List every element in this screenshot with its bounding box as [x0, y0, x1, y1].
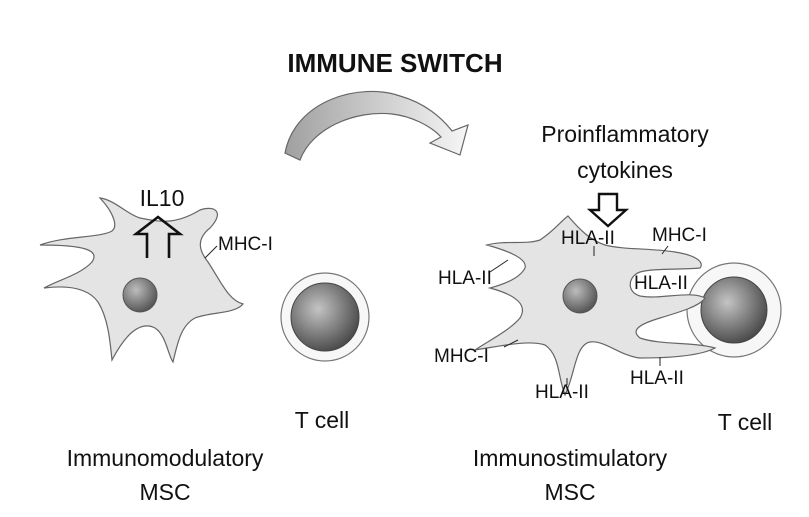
- left-t-cell-nucleus: [290, 282, 360, 352]
- hla-ii-bottom-label: HLA-II: [535, 382, 589, 403]
- immunostimulatory-msc-nucleus: [562, 278, 598, 314]
- immunomodulatory-msc-abbrev: MSC: [139, 479, 190, 505]
- mhc-i-label: MHC-I: [218, 234, 273, 255]
- hla-ii-left-label: HLA-II: [438, 268, 492, 289]
- proinflammatory-label: Proinflammatory: [541, 121, 709, 147]
- mhc-bottom-left-marker-line: [503, 339, 519, 348]
- immunostimulatory-msc-abbrev: MSC: [544, 479, 595, 505]
- switch-arrow-icon: [284, 90, 469, 161]
- mhc-top-marker-line: [661, 245, 669, 255]
- immunostimulatory-msc-cell: [474, 215, 717, 397]
- cytokines-down-arrow-icon: [586, 192, 630, 228]
- hla-ii-bottom-right-label: HLA-II: [630, 368, 684, 389]
- immunomodulatory-msc-nucleus: [122, 277, 158, 313]
- left-t-cell-label: T cell: [295, 407, 350, 433]
- hla-left-marker-line: [489, 259, 509, 273]
- immunomodulatory-msc-label: Immunomodulatory: [67, 445, 264, 471]
- immunostimulatory-msc-label: Immunostimulatory: [473, 445, 668, 471]
- hla-ii-contact-label: HLA-II: [634, 273, 688, 294]
- mhc-i-bottom-left-label: MHC-I: [434, 346, 489, 367]
- hla-ii-top-label: HLA-II: [561, 228, 615, 249]
- mhc-i-top-label: MHC-I: [652, 225, 707, 246]
- il10-label: IL10: [140, 185, 185, 211]
- right-t-cell-label: T cell: [718, 409, 773, 435]
- diagram-title: IMMUNE SWITCH: [287, 48, 502, 78]
- mhc-i-marker-line: [204, 245, 218, 259]
- cytokines-label: cytokines: [577, 157, 673, 183]
- right-t-cell-nucleus: [700, 276, 768, 344]
- il10-secretion-arrow-icon: [132, 215, 184, 258]
